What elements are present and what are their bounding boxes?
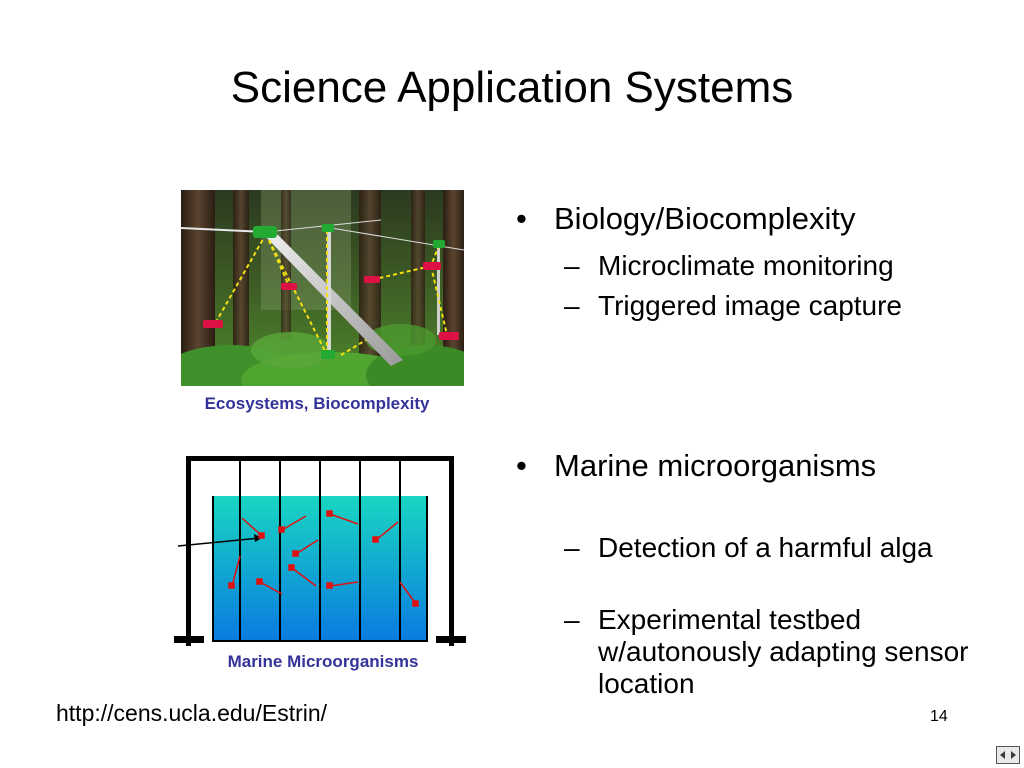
bullet-marker: • xyxy=(516,448,527,483)
sub-bullet-testbed: – Experimental testbed w/autonously adap… xyxy=(564,604,984,700)
bullet-text: Biology/Biocomplexity xyxy=(554,201,856,236)
forest-sensor-network-image xyxy=(181,190,464,386)
nav-arrows-icon xyxy=(1000,751,1016,759)
sub-bullet-marker: – xyxy=(564,604,580,635)
sub-bullet-text: Detection of a harmful alga xyxy=(598,532,933,563)
caption-ecosystems: Ecosystems, Biocomplexity xyxy=(204,394,430,413)
caption-marine: Marine Microorganisms xyxy=(227,652,419,671)
slide-nav-icon[interactable] xyxy=(996,746,1020,764)
page-number: 14 xyxy=(930,708,948,725)
sub-bullet-text: Experimental testbed w/autonously adapti… xyxy=(598,604,969,699)
sub-bullet-text: Microclimate monitoring xyxy=(598,250,894,281)
bullet-biology: • Biology/Biocomplexity xyxy=(516,201,986,237)
sub-bullet-marker: – xyxy=(564,532,580,563)
sub-bullet-marker: – xyxy=(564,250,580,281)
marine-tank-image xyxy=(174,456,466,646)
sub-bullet-microclimate: – Microclimate monitoring xyxy=(564,250,984,282)
bullet-marker: • xyxy=(516,201,527,236)
slide-title: Science Application Systems xyxy=(230,63,794,112)
sub-bullet-marker: – xyxy=(564,290,580,321)
bullet-marine: • Marine microorganisms xyxy=(516,448,986,484)
bullet-text: Marine microorganisms xyxy=(554,448,877,483)
sub-bullet-alga: – Detection of a harmful alga xyxy=(564,532,984,564)
sub-bullet-image-capture: – Triggered image capture xyxy=(564,290,984,322)
sub-bullet-text: Triggered image capture xyxy=(598,290,903,321)
footer-url[interactable]: http://cens.ucla.edu/Estrin/ xyxy=(56,700,328,726)
